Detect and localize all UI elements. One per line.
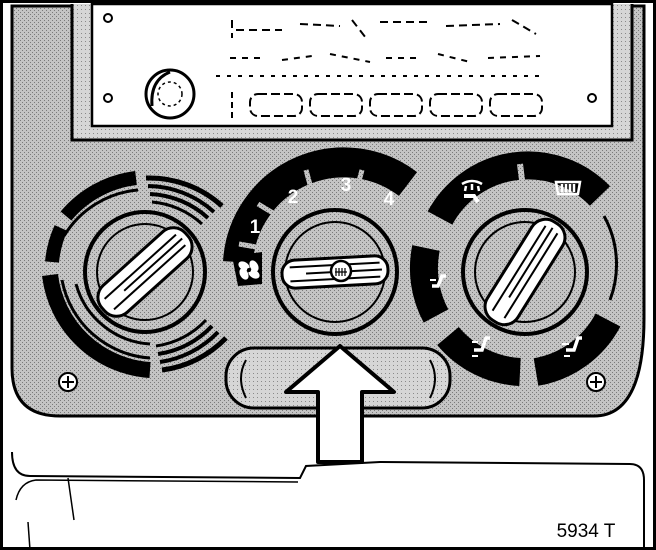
temperature-hot-scale-bottom	[155, 318, 228, 373]
indicator-arrow	[284, 344, 396, 464]
volume-knob	[144, 68, 196, 120]
radio-preset-buttons	[231, 92, 543, 118]
windscreen-icon	[461, 179, 483, 204]
mounting-screw-right	[586, 372, 606, 392]
temperature-hot-scale-top	[145, 175, 224, 226]
recirculation-icon	[335, 268, 347, 276]
fan-speed-label-3: 3	[341, 175, 352, 196]
figure-id: 5934 T	[557, 521, 616, 542]
fan-speed-label-4: 4	[384, 189, 395, 210]
footwell-icon	[472, 336, 490, 357]
rear-defrost-icon	[554, 180, 582, 196]
distribution-knob-grip	[483, 217, 567, 327]
fan-speed-label-1: 1	[250, 217, 261, 238]
mounting-screw-left	[58, 372, 78, 392]
fan-speed-dial-dividers	[238, 169, 365, 251]
face-vent-icon	[430, 274, 446, 288]
fan-speed-dial: 1 2 3 4	[223, 147, 418, 336]
fan-icon	[238, 260, 260, 280]
face-and-feet-icon	[562, 336, 582, 357]
temperature-knob-grip	[96, 226, 194, 318]
fan-speed-label-2: 2	[288, 187, 299, 208]
air-distribution-dial	[409, 151, 621, 386]
radio-display	[216, 19, 541, 77]
distribution-dial-dividers	[429, 163, 531, 382]
temperature-dial	[42, 171, 228, 378]
radio-unit	[70, 2, 634, 142]
lower-compartment	[11, 451, 645, 550]
recirculation-button[interactable]	[329, 259, 353, 283]
